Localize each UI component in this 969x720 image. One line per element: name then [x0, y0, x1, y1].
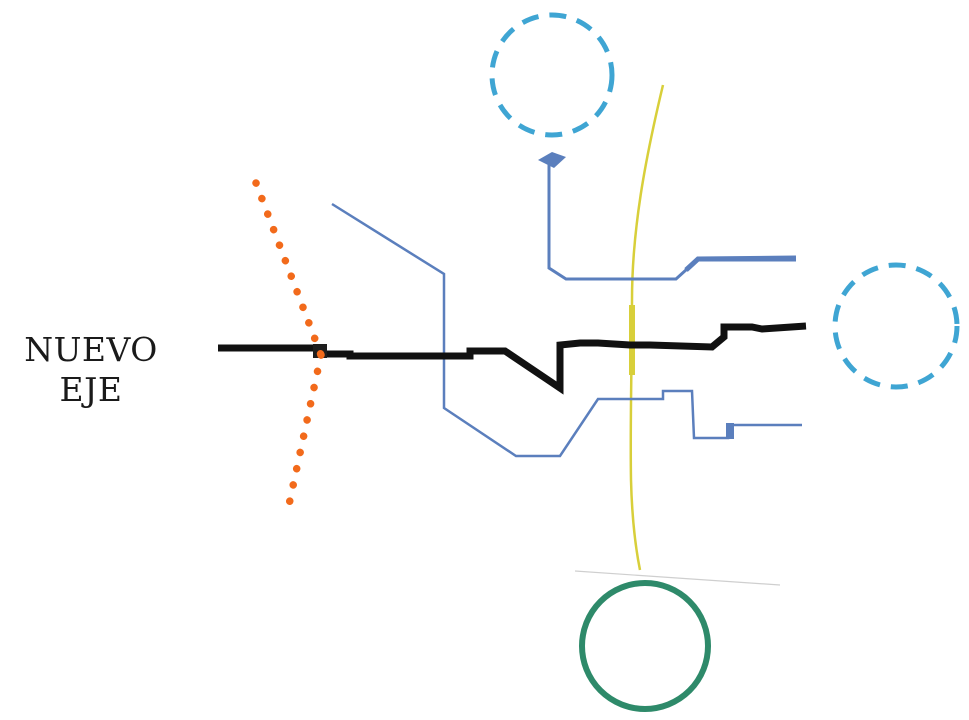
- orange-dotted-line: [252, 179, 325, 359]
- dashed-circle-north: [489, 12, 615, 138]
- label-line-2: EJE: [59, 370, 123, 409]
- main-axis-line: [218, 322, 807, 395]
- blue-route-notch: [726, 423, 734, 439]
- green-circle-south: [579, 580, 711, 712]
- nuevo-eje-label: NUEVO EJE: [18, 330, 164, 410]
- blue-route-north-thick-end: [684, 255, 797, 272]
- yellow-route-line: [629, 84, 665, 571]
- orange-dotted-line-south: [283, 351, 325, 518]
- blue-route-north: [547, 160, 796, 281]
- blue-route-north-cap: [538, 152, 566, 168]
- thin-connector-line: [574, 570, 781, 586]
- dashed-circle-east: [832, 262, 960, 390]
- label-line-1: NUEVO: [24, 330, 158, 369]
